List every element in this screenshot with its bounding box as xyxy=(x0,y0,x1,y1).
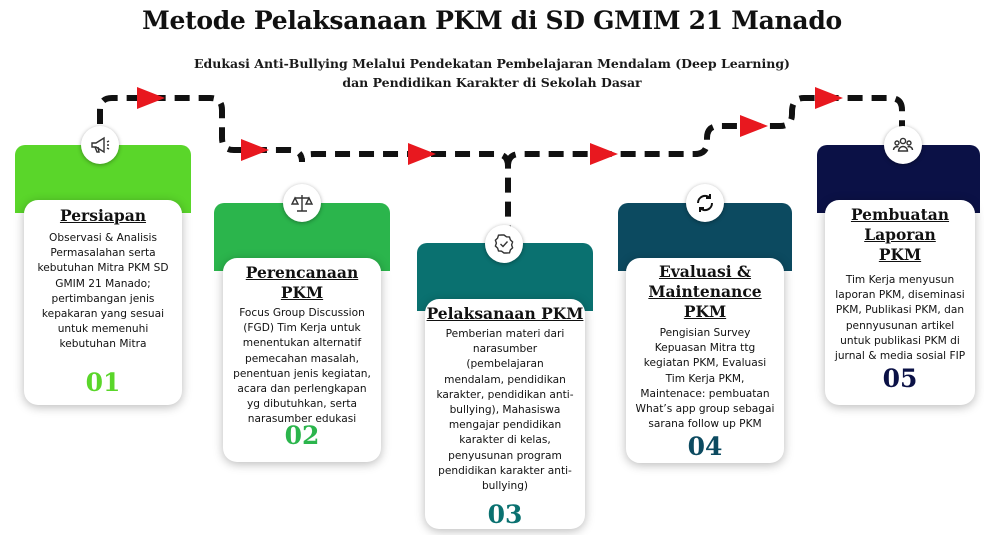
step-number: 05 xyxy=(882,364,918,393)
step-title: Perencanaan PKM xyxy=(245,263,359,302)
step-number: 01 xyxy=(85,368,121,397)
arrow-marker xyxy=(590,143,618,165)
diagram-title: Metode Pelaksanaan PKM di SD GMIM 21 Man… xyxy=(142,6,842,35)
step-description: Pengisian Survey Kepuasan Mitra ttg kegi… xyxy=(635,327,775,431)
step-1-card: Persiapan Observasi & Analisis Permasala… xyxy=(24,200,182,405)
diagram-subtitle: Edukasi Anti-Bullying Melalui Pendekatan… xyxy=(194,56,790,90)
step-description: Focus Group Discussion (FGD) Tim Kerja u… xyxy=(233,307,371,426)
step-title: Pelaksanaan PKM xyxy=(426,304,584,323)
step-2-card: Perencanaan PKM Focus Group Discussion (… xyxy=(223,258,381,462)
refresh-icon xyxy=(686,184,724,222)
step-number: 04 xyxy=(687,432,723,461)
step-number: 02 xyxy=(284,421,320,450)
team-icon xyxy=(884,126,922,164)
step-number: 03 xyxy=(487,500,523,529)
scales-icon xyxy=(283,184,321,222)
step-4-card: Evaluasi & Maintenance PKM Pengisian Sur… xyxy=(626,258,784,463)
step-title: Pembuatan Laporan PKM xyxy=(850,205,950,264)
arrow-marker xyxy=(740,115,768,137)
megaphone-icon xyxy=(81,126,119,164)
arrow-marker xyxy=(408,143,436,165)
step-title: Evaluasi & Maintenance PKM xyxy=(648,262,762,321)
step-description: Tim Kerja menyusun laporan PKM, disemina… xyxy=(834,274,966,363)
badge-check-icon xyxy=(485,225,523,263)
arrow-marker xyxy=(815,87,843,109)
step-description: Observasi & Analisis Permasalahan serta … xyxy=(37,232,169,351)
step-title: Persiapan xyxy=(59,206,147,225)
step-description: Pemberian materi dari narasumber (pembel… xyxy=(436,328,574,493)
step-5-card: Pembuatan Laporan PKM Tim Kerja menyusun… xyxy=(825,200,975,405)
arrow-marker xyxy=(137,87,165,109)
step-3-card: Pelaksanaan PKM Pemberian materi dari na… xyxy=(425,299,585,529)
arrow-marker xyxy=(241,139,269,161)
